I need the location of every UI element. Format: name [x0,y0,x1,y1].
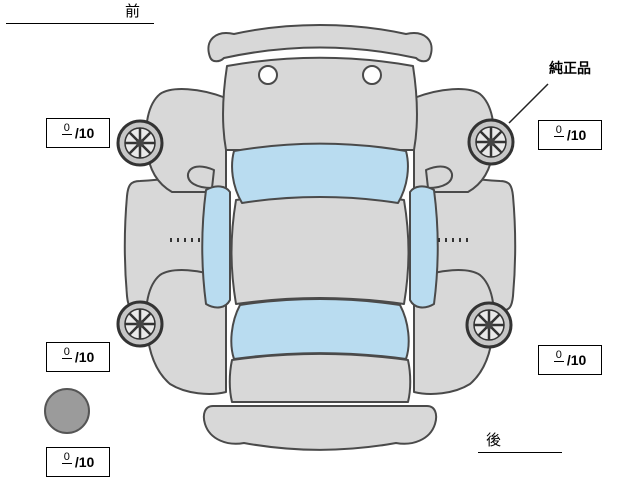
score-max: /10 [74,349,95,365]
rear-label: 後 [478,431,562,453]
car-right-side-window [409,185,439,309]
spare-tire-icon [44,388,90,434]
wheel-front-right [467,118,515,166]
score-value: 0 [61,450,72,464]
score-max: /10 [74,454,95,470]
car-rear-bumper [202,405,438,451]
car-rear-window [230,298,410,360]
car-windshield [231,142,409,204]
score-value: 0 [553,123,564,137]
car-roof [230,193,410,305]
car-right-mirror [425,165,454,189]
car-front-bumper [207,24,433,63]
score-value: 0 [61,121,72,135]
score-box-rear-left: 0 /10 [46,342,110,372]
score-box-spare: 0 /10 [46,447,110,477]
front-label: 前 [6,2,154,24]
score-max: /10 [566,127,587,143]
genuine-part-label: 純正品 [549,60,591,76]
score-max: /10 [74,125,95,141]
car-hood [222,56,418,151]
score-box-front-left: 0 /10 [46,118,110,148]
headlight-right [362,65,382,85]
score-value: 0 [553,348,564,362]
car-front-left-fender [145,88,227,193]
headlight-left [258,65,278,85]
car-trunk [228,353,412,403]
car-left-side-window [201,185,231,309]
genuine-part-leader-line [508,83,549,124]
score-value: 0 [61,345,72,359]
score-max: /10 [566,352,587,368]
score-box-rear-right: 0 /10 [538,345,602,375]
wheel-front-left [116,119,164,167]
car-left-mirror [186,165,215,189]
wheel-rear-left [116,300,164,348]
score-box-front-right: 0 /10 [538,120,602,150]
wheel-rear-right [465,301,513,349]
